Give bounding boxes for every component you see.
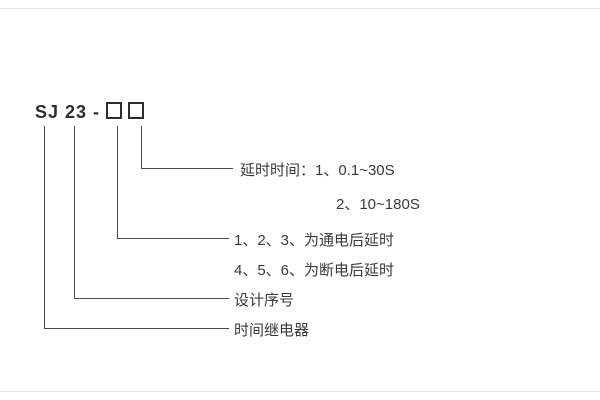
connector-delay-time xyxy=(141,126,233,169)
page-top-divider xyxy=(0,8,600,9)
label-delay-time-option-2: 2、10~180S xyxy=(336,196,420,213)
connector-design-serial xyxy=(74,126,229,299)
connector-delay-mode xyxy=(117,126,229,239)
model-code-text: SJ 23 - xyxy=(35,102,101,122)
model-placeholder-box-2 xyxy=(128,102,145,119)
model-code: SJ 23 - xyxy=(35,102,145,123)
model-placeholder-box-1 xyxy=(106,102,123,119)
label-power-on-delay: 1、2、3、为通电后延时 xyxy=(234,232,395,249)
label-power-off-delay: 4、5、6、为断电后延时 xyxy=(234,262,395,279)
page-bottom-divider xyxy=(0,391,600,392)
label-design-serial: 设计序号 xyxy=(234,292,295,309)
connector-time-relay xyxy=(44,126,229,329)
label-delay-time-option-1: 延时时间：1、0.1~30S xyxy=(240,162,395,179)
label-time-relay: 时间继电器 xyxy=(234,322,310,339)
